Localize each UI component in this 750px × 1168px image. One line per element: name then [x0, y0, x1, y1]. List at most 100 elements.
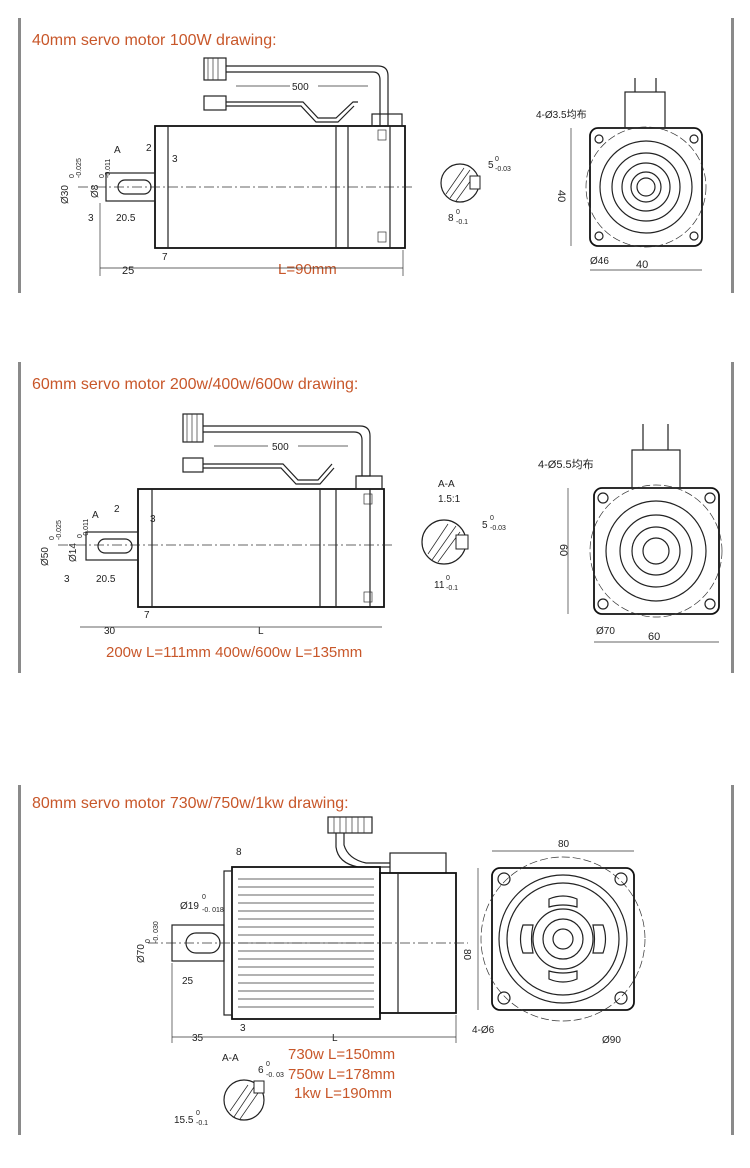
- section-dim-label: 8: [448, 213, 454, 224]
- section-dim-label: 15.5: [174, 1115, 194, 1126]
- key-tol-lower: -0.03: [490, 525, 506, 532]
- section-scale-label: 1.5:1: [438, 494, 461, 505]
- shaft-length-label: 25: [182, 976, 194, 987]
- cable-length-label: 500: [272, 442, 289, 453]
- label-a: A: [114, 145, 121, 156]
- motor-60mm-drawing: 500 A 2 3 Ø50 0 -0.025 Ø14 0 -0.011 3 20…: [40, 413, 723, 643]
- length-label: L=90mm: [278, 261, 337, 278]
- section-title: 60mm servo motor 200w/400w/600w drawing:: [32, 376, 359, 393]
- flange-dia-label: Ø70: [136, 944, 147, 963]
- label-3: 3: [240, 1023, 246, 1034]
- label-3: 3: [150, 514, 156, 525]
- shaft: [148, 924, 468, 962]
- motor-80mm-drawing: 8 Ø19 0 -0. 018 Ø70 0 -0. 030 25 35 3 L …: [136, 816, 646, 1127]
- panel-right-bar: [731, 785, 734, 1135]
- panel-right-bar: [731, 18, 734, 293]
- flange-dia-label: Ø50: [40, 547, 51, 566]
- drawing-panel-60mm: 60mm servo motor 200w/400w/600w drawing:…: [18, 362, 734, 673]
- label-7: 7: [144, 610, 150, 621]
- sect-tol-upper: 0: [456, 209, 460, 216]
- key-width-label: 6: [258, 1065, 264, 1076]
- flange-tol-upper: 0: [49, 536, 56, 540]
- holes-label: 4-Ø6: [472, 1025, 495, 1036]
- label-8: 8: [236, 847, 242, 858]
- key-tol-upper: 0: [266, 1061, 270, 1068]
- connector-icon: [203, 57, 389, 127]
- label-a: A: [92, 510, 99, 521]
- length-line-1: 730w L=150mm: [288, 1046, 396, 1063]
- body-length-label: L: [258, 626, 264, 637]
- shaft-dia-label: Ø19: [180, 901, 199, 912]
- sect-tol-lower: -0.1: [196, 1120, 208, 1127]
- shaft-section-view: [440, 163, 481, 203]
- shaft: [105, 172, 156, 202]
- motor-40mm-drawing: 500 A 2 3 Ø30 0 -0.025 Ø8 0 -0.011 3 20.…: [60, 57, 707, 277]
- key-width-label: 5: [482, 520, 488, 531]
- key-tol-lower: -0. 03: [266, 1072, 284, 1079]
- holes-label: 4-Ø3.5均布: [536, 109, 587, 121]
- motor-body: [58, 475, 393, 608]
- sect-tol-upper: 0: [446, 575, 450, 582]
- key-tol-lower: -0.03: [495, 166, 511, 173]
- label-3b: 3: [64, 574, 70, 585]
- sect-tol-upper: 0: [196, 1110, 200, 1117]
- front-view: [585, 78, 707, 248]
- drawing-panel-80mm: 80mm servo motor 730w/750w/1kw drawing: …: [18, 785, 734, 1135]
- bolt-circle-label: Ø46: [590, 256, 609, 267]
- connector-icon: [327, 816, 447, 874]
- label-2: 2: [146, 143, 152, 154]
- section-aa-label: A-A: [222, 1053, 239, 1064]
- label-3b: 3: [88, 213, 94, 224]
- bottom-dim-label: 60: [648, 631, 660, 643]
- drawing-panel-40mm: 40mm servo motor 100W drawing: L=90mm 50…: [18, 18, 734, 293]
- pilot-length-label: 30: [104, 626, 116, 637]
- shaft-length-label: 20.5: [116, 213, 136, 224]
- flange-tol-lower: -0. 030: [153, 921, 160, 943]
- front-view: [480, 856, 646, 1022]
- flange-tol-lower: -0.025: [56, 520, 63, 540]
- sect-tol-lower: -0.1: [456, 219, 468, 226]
- bolt-circle-label: Ø70: [596, 626, 615, 637]
- flange-dia-label: Ø30: [60, 185, 71, 204]
- panel-left-bar: [18, 18, 21, 293]
- top-dim-label: 80: [558, 839, 570, 850]
- panel-left-bar: [18, 362, 21, 673]
- cable-length-label: 500: [292, 82, 309, 93]
- shaft-dia-label: Ø8: [90, 184, 101, 198]
- shaft: [85, 531, 139, 561]
- shaft-tol-upper: 0: [202, 894, 206, 901]
- shaft-tol-upper: 0: [77, 534, 84, 538]
- section-title: 40mm servo motor 100W drawing:: [32, 32, 277, 49]
- pilot-length-label: 25: [122, 265, 134, 277]
- shaft-tol-upper: 0: [99, 174, 106, 178]
- key-width-label: 5: [488, 160, 494, 171]
- shaft-tol-lower: -0.011: [83, 519, 90, 538]
- front-view: [589, 424, 723, 618]
- shaft-section-view: [223, 1079, 265, 1121]
- panel-right-bar: [731, 362, 734, 673]
- side-dim-label: 80: [461, 949, 472, 961]
- side-dim-label: 40: [555, 190, 567, 202]
- side-dim-label: 60: [557, 544, 569, 556]
- key-tol-upper: 0: [495, 156, 499, 163]
- label-2: 2: [114, 504, 120, 515]
- label-3: 3: [172, 154, 178, 165]
- length-line-2: 750w L=178mm: [288, 1066, 396, 1083]
- motor-body: [78, 113, 413, 249]
- panel-left-bar: [18, 785, 21, 1135]
- key-tol-upper: 0: [490, 515, 494, 522]
- holes-label: 4-Ø5.5均布: [538, 458, 594, 471]
- bottom-dim-label: 40: [636, 259, 648, 271]
- bolt-circle-label: Ø90: [602, 1035, 621, 1046]
- sect-tol-lower: -0.1: [446, 585, 458, 592]
- section-dim-label: 11: [434, 580, 445, 591]
- section-aa-label: A-A: [438, 479, 455, 490]
- shaft-tol-lower: -0.011: [105, 159, 112, 178]
- section-title: 80mm servo motor 730w/750w/1kw drawing:: [32, 795, 349, 812]
- shaft-dia-label: Ø14: [68, 543, 79, 562]
- length-line-3: 1kw L=190mm: [294, 1085, 392, 1102]
- flange-tol-upper: 0: [69, 174, 76, 178]
- body-length-label: L: [332, 1033, 338, 1044]
- shaft-tol-lower: -0. 018: [202, 907, 224, 914]
- shaft-section-view: [421, 519, 469, 565]
